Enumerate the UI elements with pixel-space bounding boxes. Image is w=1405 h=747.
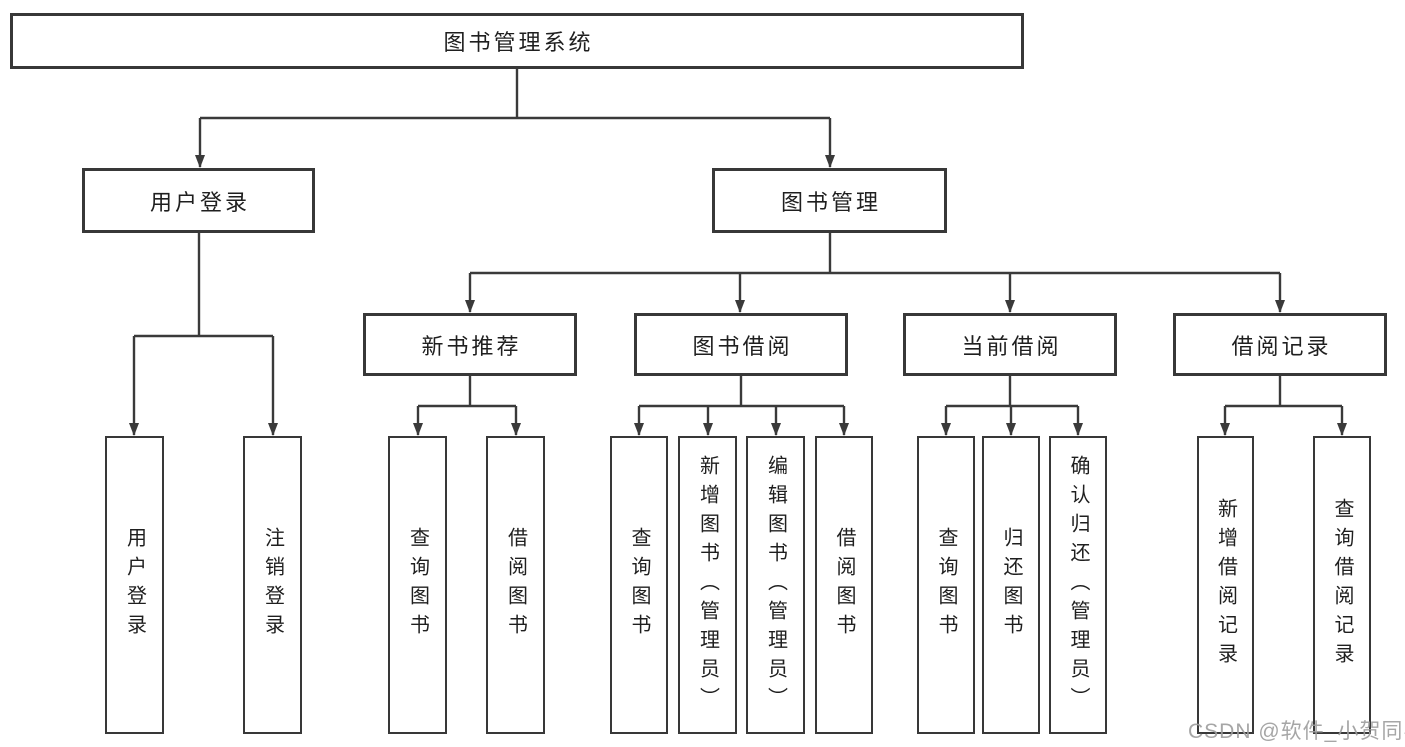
csdn-watermark: CSDN @软件_小贺同学	[1188, 720, 1405, 743]
leaf-user-login-label: 用户登录	[123, 527, 146, 643]
node-section-borrow-records: 借阅记录	[1173, 313, 1387, 376]
leaf-br-add-record-label: 新增借阅记录	[1214, 498, 1237, 672]
connector-trunks	[134, 69, 1342, 408]
leaf-bb-query-books: 查询图书	[610, 436, 668, 734]
node-section-book-borrow: 图书借阅	[634, 313, 848, 376]
node-section-new-book-recommend: 新书推荐	[363, 313, 577, 376]
leaf-bb-borrow-books-label: 借阅图书	[833, 527, 855, 643]
leaf-cb-query-books: 查询图书	[917, 436, 975, 734]
leaf-br-add-record: 新增借阅记录	[1197, 436, 1254, 734]
node-root: 图书管理系统	[10, 13, 1024, 69]
leaf-user-login: 用户登录	[105, 436, 164, 734]
leaf-logout: 注销登录	[243, 436, 302, 734]
node-book-management-branch: 图书管理	[712, 168, 947, 233]
leaf-bb-edit-books-admin-label: 编辑图书（管理员）	[764, 454, 787, 716]
leaf-nb-borrow-books-label: 借阅图书	[504, 527, 527, 643]
leaf-nb-query-books: 查询图书	[388, 436, 447, 734]
leaf-nb-query-books-label: 查询图书	[406, 527, 429, 643]
leaf-cb-query-books-label: 查询图书	[935, 527, 957, 643]
leaf-bb-edit-books-admin: 编辑图书（管理员）	[746, 436, 805, 734]
leaf-br-query-record: 查询借阅记录	[1313, 436, 1371, 734]
node-section-current-borrow: 当前借阅	[903, 313, 1117, 376]
node-user-login-branch: 用户登录	[82, 168, 315, 233]
leaf-cb-return-books: 归还图书	[982, 436, 1040, 734]
leaf-cb-return-books-label: 归还图书	[1000, 527, 1022, 643]
leaf-nb-borrow-books: 借阅图书	[486, 436, 545, 734]
leaf-cb-confirm-return-admin-label: 确认归还（管理员）	[1067, 454, 1089, 716]
leaf-logout-label: 注销登录	[261, 527, 284, 643]
leaf-br-query-record-label: 查询借阅记录	[1331, 498, 1353, 672]
leaf-bb-query-books-label: 查询图书	[628, 527, 650, 643]
leaf-cb-confirm-return-admin: 确认归还（管理员）	[1049, 436, 1107, 734]
leaf-bb-add-books-admin: 新增图书（管理员）	[678, 436, 737, 734]
leaf-bb-add-books-admin-label: 新增图书（管理员）	[696, 454, 719, 716]
leaf-bb-borrow-books: 借阅图书	[815, 436, 873, 734]
